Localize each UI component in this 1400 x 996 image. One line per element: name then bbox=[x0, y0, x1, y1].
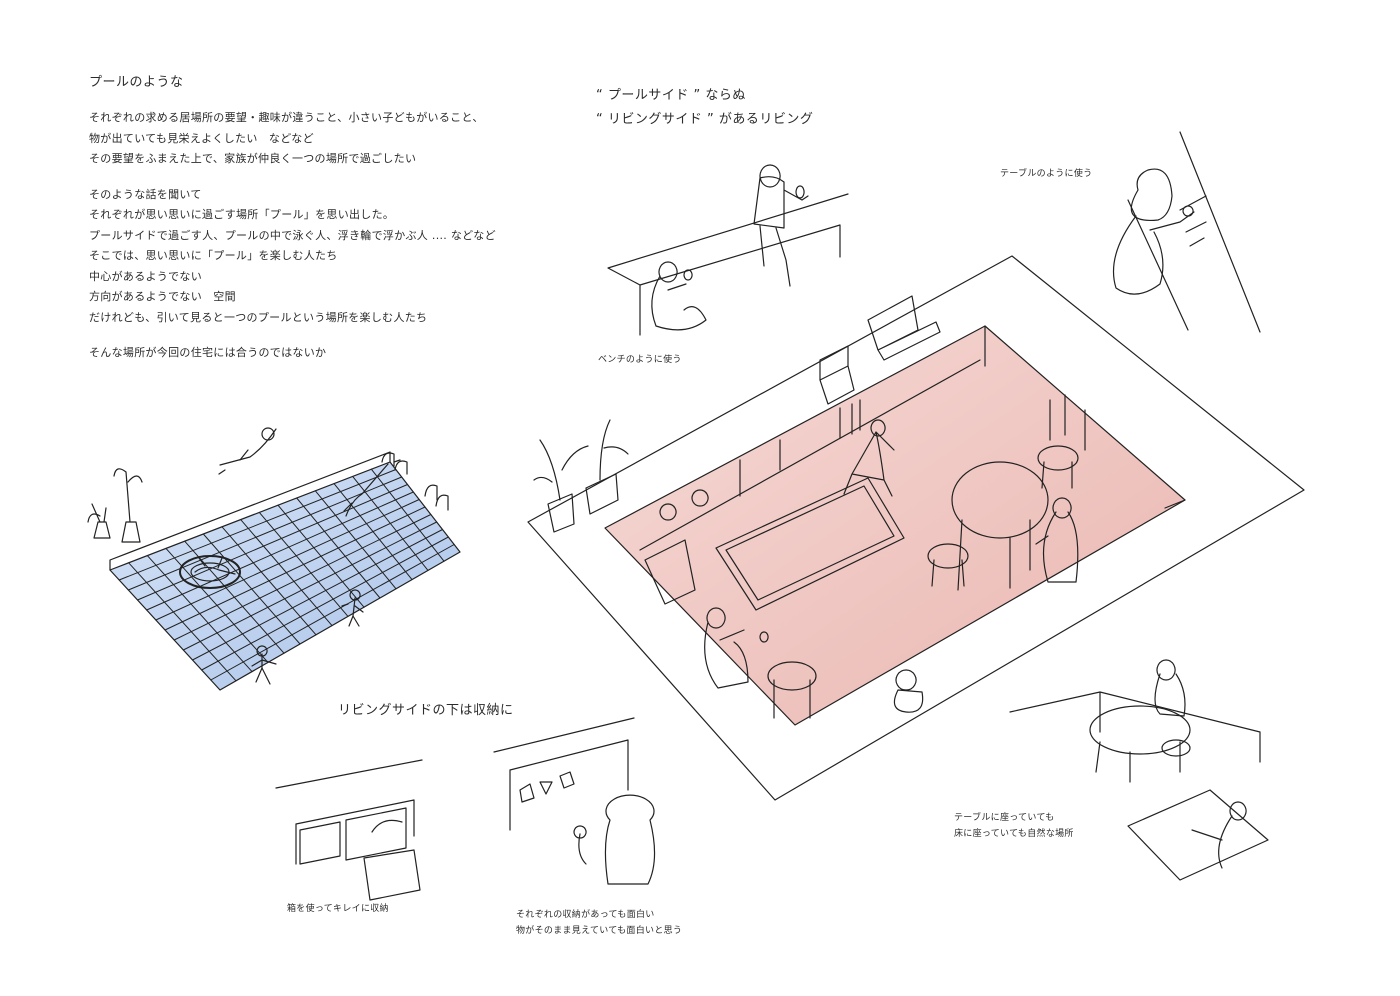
sitting-vignette bbox=[1009, 659, 1269, 881]
pool-description-line: だけれども、引いて見ると一つのプールという場所を楽しむ人たち bbox=[89, 310, 428, 324]
display-storage-caption-2: 物がそのまま見えていても面白いと思う bbox=[516, 926, 683, 936]
headline-line-1: “ プールサイド ” ならぬ bbox=[596, 88, 746, 103]
pool-description-line: 物が出ていても見栄えよくしたい などなど bbox=[89, 131, 314, 145]
pool-description-line: それぞれが思い思いに過ごす場所「プール」を思い出した。 bbox=[89, 208, 395, 221]
pool-grid-line bbox=[192, 529, 443, 661]
table-use-vignette bbox=[1112, 131, 1261, 333]
sitting-caption-2: 床に座っていても自然な場所 bbox=[954, 829, 1074, 839]
box-storage-vignette bbox=[275, 759, 423, 901]
bench-vignette bbox=[607, 164, 849, 336]
pool-grid-line bbox=[164, 506, 426, 631]
oval-table bbox=[951, 461, 1049, 539]
display-storage-vignette bbox=[493, 717, 656, 885]
storage-title: リビングサイドの下は収納に bbox=[338, 703, 514, 718]
pool-description-line: そこでは、思い思いに「プール」を楽しむ人たち bbox=[89, 249, 338, 262]
bench-caption: ベンチのように使う bbox=[598, 355, 682, 365]
pool-grid-line bbox=[173, 514, 432, 641]
pool-description-line: 方向があるようでない 空間 bbox=[89, 290, 236, 303]
pool-description-line: その要望をふまえた上で、家族が仲良く一つの場所で過ごしたい bbox=[89, 152, 417, 165]
living-room-sketch bbox=[527, 255, 1305, 801]
headline-line-2: “ リビングサイド ” があるリビング bbox=[596, 112, 814, 127]
pool-sketch bbox=[87, 427, 461, 691]
pool-grid-line bbox=[182, 521, 438, 651]
display-storage-caption-1: それぞれの収納があっても面白い bbox=[516, 910, 655, 920]
table-use-caption: テーブルのように使う bbox=[1000, 169, 1093, 179]
box-storage-caption: 箱を使ってキレイに収納 bbox=[287, 904, 389, 914]
pool-grid-line bbox=[146, 491, 414, 611]
pool-title: プールのような bbox=[89, 75, 184, 90]
pool-grid-line bbox=[118, 469, 397, 581]
pool-description-line: そのような話を聞いて bbox=[89, 187, 202, 201]
rug bbox=[715, 477, 905, 611]
pool-grid bbox=[118, 468, 455, 682]
pool-grid-line bbox=[210, 544, 455, 681]
pool-grid-line bbox=[127, 476, 403, 591]
pool-description-line: 中心があるようでない bbox=[89, 269, 202, 283]
pool-grid-line bbox=[137, 484, 408, 601]
float-ring bbox=[179, 555, 241, 589]
pool-description-line: それぞれの求める居場所の要望・趣味が違うこと、小さい子どもがいること、 bbox=[89, 111, 484, 124]
pool-grid-line bbox=[201, 536, 449, 671]
sitting-caption-1: テーブルに座っていても bbox=[954, 813, 1055, 823]
pool-description-line: プールサイドで過ごす人、プールの中で泳ぐ人、浮き輪で浮かぶ人 .... などなど bbox=[89, 228, 496, 242]
pool-description-line: そんな場所が今回の住宅には合うのではないか bbox=[89, 346, 327, 359]
pool-grid-line bbox=[155, 499, 420, 621]
